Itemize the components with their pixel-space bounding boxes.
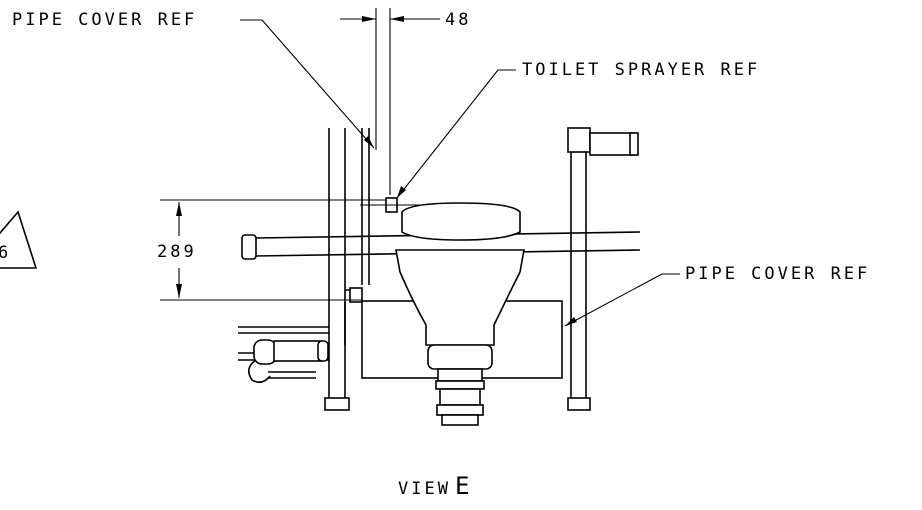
pipe-cover-ref-right-label: PIPE COVER REF	[685, 264, 871, 284]
dimension-48-label: 48	[445, 10, 472, 30]
toilet-bowl	[395, 202, 525, 426]
dimension-289-label: 289	[157, 242, 197, 262]
view-letter: E	[454, 472, 473, 500]
view-prefix: VIEW	[398, 479, 451, 499]
lower-left-plumbing	[238, 287, 363, 384]
leader-lines	[240, 19, 680, 327]
revision-mark-label: 6	[0, 243, 12, 263]
dimension-289	[160, 199, 386, 301]
pipe-cover-ref-top-label: PIPE COVER REF	[12, 10, 198, 30]
dimension-48	[340, 8, 440, 195]
right-pipe-column	[567, 127, 639, 411]
left-pipe-column	[324, 128, 370, 411]
toilet-sprayer-ref-label: TOILET SPRAYER REF	[522, 60, 761, 80]
view-caption: VIEW E	[398, 474, 472, 499]
revision-triangle	[0, 210, 38, 269]
